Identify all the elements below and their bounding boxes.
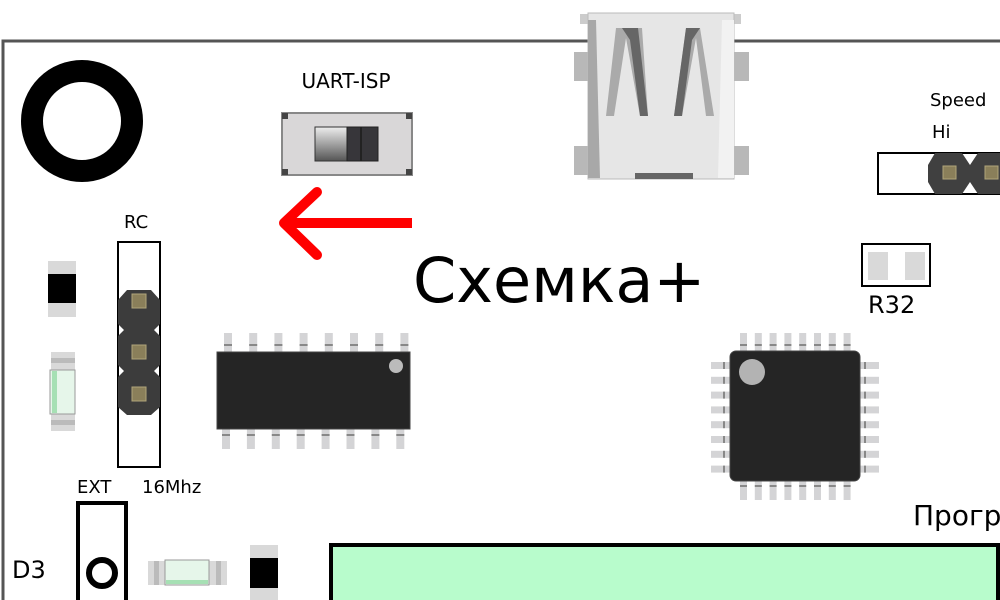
chip-pin xyxy=(299,333,308,353)
board-title: Схемка+ xyxy=(413,244,705,317)
speed-pin-header[interactable] xyxy=(928,153,1000,194)
smd-led xyxy=(49,352,76,431)
chip-pin xyxy=(371,429,380,449)
chip-pin xyxy=(769,333,777,352)
mounting-hole xyxy=(21,60,143,182)
chip-pin xyxy=(814,333,821,352)
chip-pin xyxy=(711,391,730,399)
chip-pin xyxy=(860,465,879,473)
speed-label: Speed xyxy=(930,90,986,111)
chip-pin xyxy=(246,429,255,449)
chip-pin xyxy=(740,333,747,352)
chip-pin xyxy=(711,436,730,443)
chip-pin xyxy=(860,450,879,458)
chip-pin xyxy=(828,481,836,500)
chip-pin xyxy=(860,362,879,369)
ext-label: EXT xyxy=(77,477,112,498)
smd-resistor-bottom xyxy=(250,545,278,600)
chip-pin xyxy=(828,333,836,352)
chip-pin xyxy=(711,362,730,369)
chip-pin xyxy=(400,333,409,353)
chip-pin xyxy=(711,450,730,458)
smd-led-horizontal xyxy=(148,559,227,586)
chip-pin xyxy=(860,436,879,443)
chip-pin xyxy=(711,406,730,414)
chip-pin xyxy=(843,333,851,352)
rc-label: RC xyxy=(124,212,148,233)
chip-pin xyxy=(271,429,280,449)
freq-label: 16Mhz xyxy=(142,477,201,498)
chip-pin xyxy=(350,333,358,353)
chip-pin xyxy=(754,481,762,500)
chip-pin xyxy=(375,333,384,353)
chip-pin xyxy=(249,333,258,353)
uart-isp-switch[interactable] xyxy=(281,112,413,176)
resistor-r32 xyxy=(861,243,931,287)
chip-pin xyxy=(222,429,230,449)
chip-pin xyxy=(784,333,792,352)
chip-pin xyxy=(769,481,777,500)
chip-pin xyxy=(274,333,283,353)
chip-pin xyxy=(711,465,730,473)
chip-pin xyxy=(754,333,762,352)
smd-resistor xyxy=(48,261,76,317)
d3-pad xyxy=(86,557,118,589)
chip-pin xyxy=(296,429,305,449)
chip-pin xyxy=(799,481,807,500)
chip-pin xyxy=(784,481,792,500)
chip-pin xyxy=(321,429,330,449)
hi-label: Hi xyxy=(932,122,951,143)
chip-pin xyxy=(740,481,747,500)
chip-pin xyxy=(860,406,879,414)
r32-label: R32 xyxy=(868,291,915,319)
chip-pin xyxy=(843,481,851,500)
chip-pin xyxy=(860,391,879,399)
chip-pin xyxy=(711,376,730,384)
clock-pin-header[interactable] xyxy=(118,290,160,415)
soic-chip xyxy=(216,333,411,449)
programmer-label: Прогр xyxy=(913,499,1000,532)
chip-pin xyxy=(396,429,405,449)
qfp-microcontroller xyxy=(711,333,879,500)
usb-connector xyxy=(574,12,749,180)
arrow-left-icon xyxy=(279,187,412,260)
chip-pin xyxy=(346,429,355,449)
chip-pin xyxy=(860,421,879,429)
chip-pin xyxy=(814,481,821,500)
programmer-panel[interactable] xyxy=(329,543,1000,600)
chip-pin xyxy=(799,333,807,352)
d3-label: D3 xyxy=(12,556,46,584)
switch-label: UART-ISP xyxy=(301,69,390,93)
chip-pin xyxy=(324,333,333,353)
chip-pin xyxy=(711,421,730,429)
chip-pin xyxy=(224,333,232,353)
chip-pin xyxy=(860,376,879,384)
